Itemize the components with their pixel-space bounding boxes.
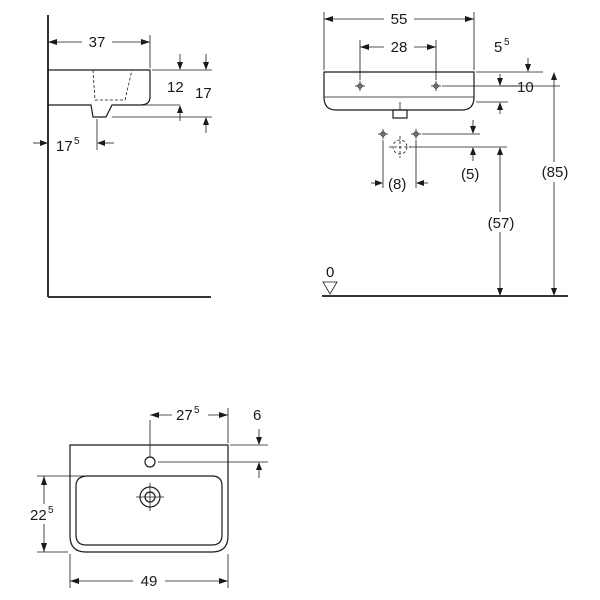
basin-profile bbox=[48, 69, 151, 118]
dim-tap-spacing-28: 28 bbox=[391, 39, 408, 56]
top-tap-hole-icon bbox=[144, 456, 156, 468]
dim-top-5: 5 bbox=[494, 39, 502, 56]
dim-waste-17-sup: 5 bbox=[74, 136, 80, 147]
dim-offset-5: (5) bbox=[461, 166, 479, 183]
tap-hole-left-icon bbox=[354, 80, 366, 92]
dim-waste-spacing-8: (8) bbox=[388, 176, 406, 193]
dim-height-12: 12 bbox=[167, 79, 184, 96]
dim-total-height-85: (85) bbox=[542, 164, 569, 181]
dim-rim-10: 10 bbox=[517, 79, 534, 96]
top-basin-outline bbox=[69, 444, 229, 553]
front-basin-outline bbox=[323, 71, 475, 111]
front-view: 55 28 5 5 10 (5) bbox=[322, 9, 574, 297]
dim-width-55: 55 bbox=[391, 11, 408, 28]
basin-inner-dashed bbox=[92, 69, 133, 101]
dim-waste-17: 17 bbox=[56, 138, 73, 155]
dim-top-5-sup: 5 bbox=[504, 37, 510, 48]
side-view: 37 12 17 17 5 bbox=[33, 15, 212, 298]
supply-point-right-icon bbox=[410, 128, 422, 140]
floor-level-0: 0 bbox=[326, 264, 334, 281]
supply-point-left-icon bbox=[377, 128, 389, 140]
dim-tap-offset-27-sup: 5 bbox=[194, 405, 200, 416]
dim-height-17: 17 bbox=[195, 85, 212, 102]
dim-width-49: 49 bbox=[141, 573, 158, 590]
dim-tap-offset-27: 27 bbox=[176, 407, 193, 424]
dim-supply-height-57: (57) bbox=[488, 215, 515, 232]
top-bowl-outline bbox=[75, 475, 223, 546]
dim-bowl-depth-22: 22 bbox=[30, 507, 47, 524]
dim-bowl-depth-22-sup: 5 bbox=[48, 505, 54, 516]
floor-level-marker-icon bbox=[322, 281, 338, 295]
waste-spigot bbox=[392, 109, 408, 119]
tap-hole-right-icon bbox=[430, 80, 442, 92]
top-view: 27 5 6 22 5 49 bbox=[28, 405, 268, 590]
dim-back-6: 6 bbox=[253, 407, 261, 424]
dim-depth-37: 37 bbox=[89, 34, 106, 51]
